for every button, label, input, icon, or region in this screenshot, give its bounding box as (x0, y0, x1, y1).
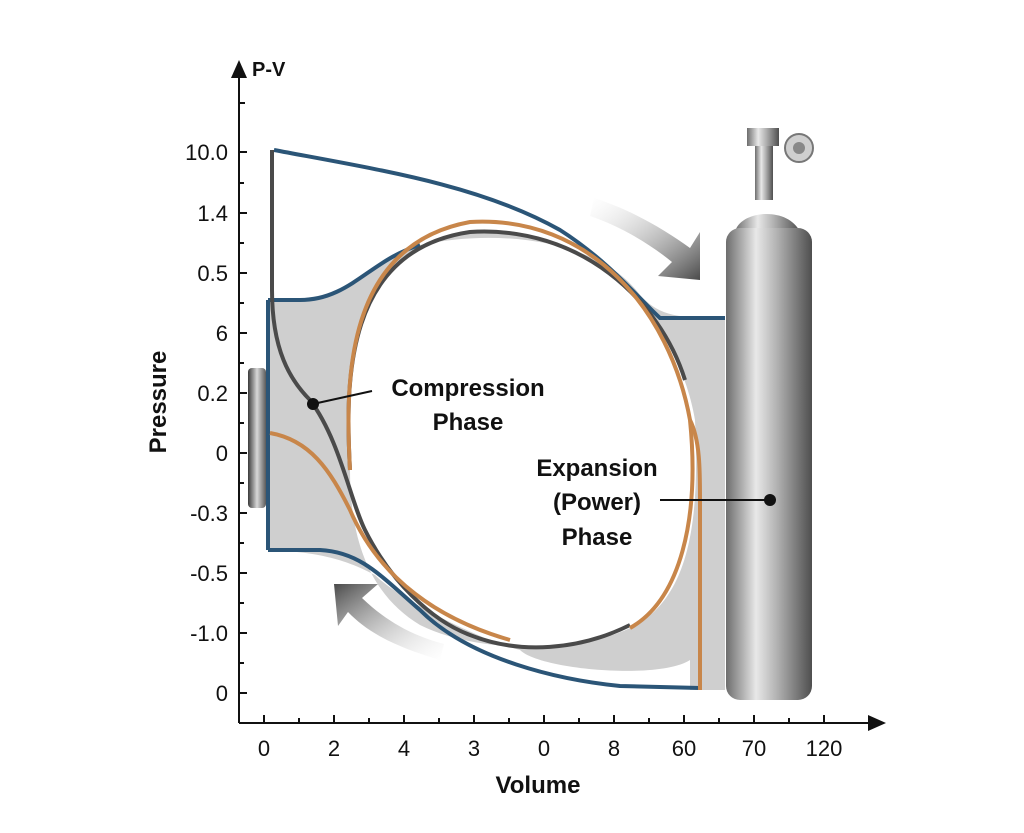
x-tick-label: 2 (328, 736, 340, 761)
y-tick-label: 6 (216, 321, 228, 346)
x-tick-label: 3 (468, 736, 480, 761)
compression-label-line1: Compression (391, 375, 544, 402)
x-axis-arrow-icon (868, 715, 886, 731)
x-tick-label: 0 (258, 736, 270, 761)
y-axis-tick-labels: 10.0 1.4 0.5 6 0.2 0 -0.3 -0.5 -1.0 0 (185, 140, 228, 706)
y-tick-label: -0.5 (190, 561, 228, 586)
shaded-region (268, 229, 725, 690)
x-axis-tick-labels: 0 2 4 3 0 8 60 70 120 (258, 736, 842, 761)
outer-boundary-curve (273, 148, 725, 320)
expansion-label-line3: Phase (562, 524, 633, 551)
x-tick-label: 8 (608, 736, 620, 761)
compression-leader-line (312, 390, 373, 405)
x-tick-label: 4 (398, 736, 410, 761)
y-axis-title: Pressure (145, 351, 172, 454)
curved-arrow-icon-top (590, 198, 700, 280)
y-tick-label: 0.5 (197, 261, 228, 286)
y-axis-ticks (239, 102, 247, 694)
expansion-label-line2: (Power) (553, 489, 641, 516)
y-tick-label: -0.3 (190, 501, 228, 526)
dark-cycle-curve (270, 150, 631, 650)
piston-cap-icon (248, 368, 266, 508)
x-tick-label: 120 (806, 736, 843, 761)
dark-loop-top-curve (346, 229, 687, 471)
y-tick-label: 10.0 (185, 140, 228, 165)
x-tick-label: 0 (538, 736, 550, 761)
y-tick-label: -1.0 (190, 621, 228, 646)
y-tick-label: 0.2 (197, 381, 228, 406)
x-tick-label: 70 (742, 736, 766, 761)
orange-loop-curve (346, 219, 695, 630)
orange-compression-curve (269, 431, 511, 642)
compression-label-line2: Phase (433, 409, 504, 436)
expansion-label-line1: Expansion (536, 455, 657, 482)
y-axis-arrow-icon (231, 60, 247, 78)
gas-cylinder-icon (726, 128, 814, 700)
orange-vertical-curve (688, 419, 702, 690)
x-axis-ticks (263, 715, 825, 723)
y-tick-label: 0 (216, 681, 228, 706)
corner-label: P-V (252, 59, 286, 81)
y-tick-label: 1.4 (197, 201, 228, 226)
lower-boundary-curve (268, 548, 701, 690)
x-tick-label: 60 (672, 736, 696, 761)
x-axis-title: Volume (496, 772, 581, 799)
y-tick-label: 0 (216, 441, 228, 466)
curved-arrow-icon-bottom (334, 584, 444, 660)
